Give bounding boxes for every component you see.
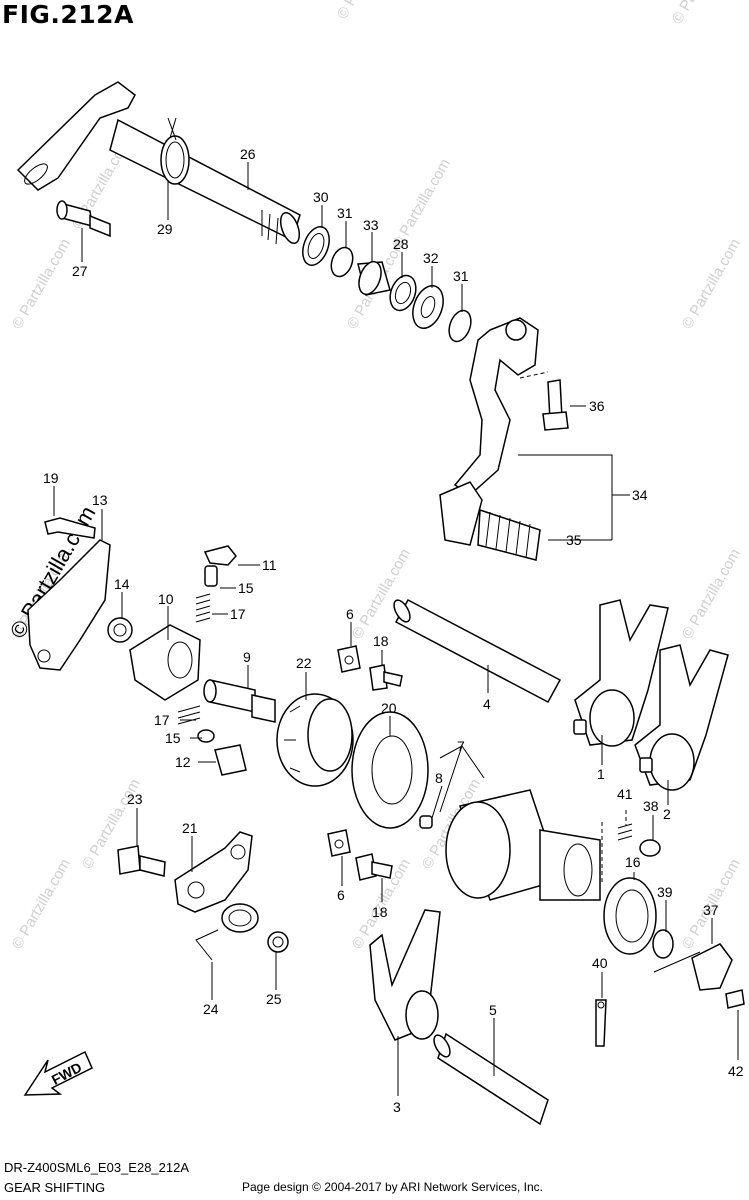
callout-31: 31	[453, 268, 469, 284]
callout-17: 17	[154, 712, 170, 728]
watermark: © Partzilla.com	[334, 0, 399, 22]
callout-42: 42	[728, 1063, 744, 1079]
callout-22: 22	[296, 655, 312, 671]
callout-37: 37	[703, 902, 719, 918]
callout-26: 26	[240, 146, 256, 162]
callout-18: 18	[372, 904, 388, 920]
callout-15: 15	[238, 580, 254, 596]
callout-36: 36	[589, 398, 605, 414]
callout-1: 1	[597, 766, 605, 782]
callout-28: 28	[393, 236, 409, 252]
gear-position-sensor	[653, 943, 745, 1009]
callout-14: 14	[114, 576, 130, 592]
callout-3: 3	[393, 1099, 401, 1115]
callout-33: 33	[363, 217, 379, 233]
cam-stopper-pin-group	[177, 679, 276, 776]
callout-12: 12	[175, 754, 191, 770]
bolt-plate-lower	[327, 829, 393, 881]
callout-11: 11	[262, 557, 277, 573]
callout-9: 9	[243, 649, 251, 665]
callout-15: 15	[165, 730, 181, 746]
callout-2: 2	[663, 806, 671, 822]
pin-bolt-part	[56, 200, 111, 238]
callout-4: 4	[483, 696, 491, 712]
callout-27: 27	[72, 263, 88, 279]
callout-23: 23	[127, 791, 143, 807]
callout-39: 39	[657, 884, 673, 900]
watermark: © Partzilla.com	[9, 856, 74, 952]
watermark: © Partzilla.com	[669, 0, 734, 27]
callout-24: 24	[203, 1001, 219, 1017]
callout-41: 41	[617, 786, 633, 802]
gearshift-drum-part	[419, 789, 601, 901]
callout-20: 20	[381, 700, 397, 716]
leader-lines	[53, 162, 739, 1096]
callout-6: 6	[346, 606, 354, 622]
callout-25: 25	[266, 991, 282, 1007]
watermark: © Partzilla.com	[679, 236, 744, 332]
callout-5: 5	[489, 1002, 497, 1018]
callout-38: 38	[643, 798, 659, 814]
gearshift-cam-plate	[276, 693, 354, 787]
callout-34: 34	[632, 487, 648, 503]
model-code: DR-Z400SML6_E03_E28_212A	[4, 1160, 190, 1175]
shift-cam-stopper-group	[27, 517, 237, 701]
washers-bearings-group	[302, 226, 472, 343]
callout-32: 32	[423, 250, 439, 266]
bearing-part	[351, 711, 429, 829]
watermark: © Partzilla.com	[679, 546, 744, 642]
callout-6: 6	[337, 887, 345, 903]
fork-shaft-upper	[393, 598, 562, 704]
needle-bearing-part	[603, 877, 674, 959]
callout-30: 30	[313, 189, 329, 205]
callout-21: 21	[182, 820, 198, 836]
gearshift-lever-part	[439, 317, 569, 561]
forward-direction-arrow: FWD	[23, 1050, 93, 1096]
stopper-arm-group	[117, 831, 289, 961]
callout-29: 29	[157, 221, 173, 237]
fork-lower-and-shaft	[369, 909, 549, 1126]
bolt-plate-top	[337, 645, 403, 691]
callout-19: 19	[43, 470, 59, 486]
callout-40: 40	[592, 955, 608, 971]
callout-31: 31	[337, 205, 353, 221]
callout-labels: 26 29 27 30 31 33 28 32 31 36 34 35 19 1…	[43, 146, 744, 1115]
callout-35: 35	[566, 532, 582, 548]
return-spring-part	[160, 117, 190, 185]
copyright-notice: Page design © 2004-2017 by ARI Network S…	[242, 1180, 544, 1194]
watermark: © Partzilla.com	[349, 546, 414, 642]
callout-17: 17	[230, 606, 246, 622]
callout-16: 16	[625, 854, 641, 870]
clip-part	[595, 999, 607, 1047]
figure-title: FIG.212A	[2, 0, 134, 29]
callout-8: 8	[435, 770, 443, 786]
detent-spring-pin	[617, 823, 661, 857]
callout-10: 10	[158, 591, 174, 607]
watermark: © Partzilla.com	[9, 236, 74, 332]
callout-18: 18	[373, 633, 389, 649]
callout-7: 7	[457, 738, 465, 754]
shift-shaft-part	[16, 81, 301, 245]
gearshift-forks-upper	[573, 599, 729, 791]
callout-13: 13	[92, 492, 108, 508]
section-name: GEAR SHIFTING	[4, 1180, 106, 1195]
